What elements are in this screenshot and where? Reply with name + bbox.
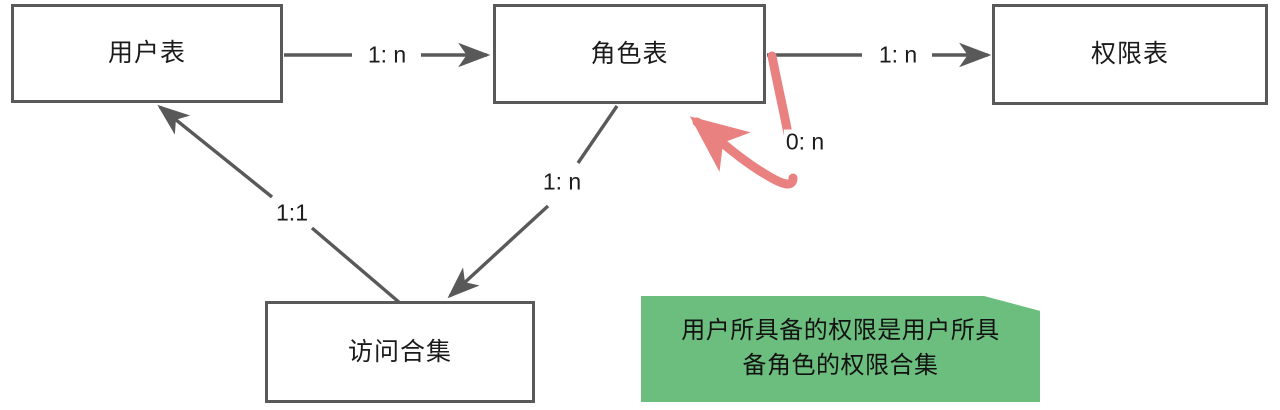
entity-box-user[interactable]: 用户表 [11, 4, 283, 103]
note-permission-summary: 用户所具备的权限是用户所具 备角色的权限合集 [641, 296, 1040, 402]
relation-label-role-to-access-set: 1: n [538, 169, 586, 195]
relation-label-role-to-permission: 1: n [874, 42, 922, 68]
note-line-2: 备角色的权限合集 [742, 352, 939, 379]
relation-label-user-to-role: 1: n [363, 42, 411, 68]
entity-box-access-set[interactable]: 访问合集 [265, 301, 535, 403]
note-line-1: 用户所具备的权限是用户所具 [681, 317, 1000, 345]
relation-label-access-set-to-user: 1:1 [274, 199, 310, 226]
entity-label-permission: 权限表 [1090, 40, 1169, 68]
entity-label-access-set: 访问合集 [347, 337, 452, 366]
connector-role-to-access-set [447, 105, 619, 299]
entity-label-role: 角色表 [590, 39, 669, 68]
relation-label-role-self-loop: 0: n [783, 128, 827, 155]
entity-box-permission[interactable]: 权限表 [992, 4, 1268, 105]
entity-label-user: 用户表 [107, 39, 186, 67]
entity-box-role[interactable]: 角色表 [493, 4, 766, 104]
